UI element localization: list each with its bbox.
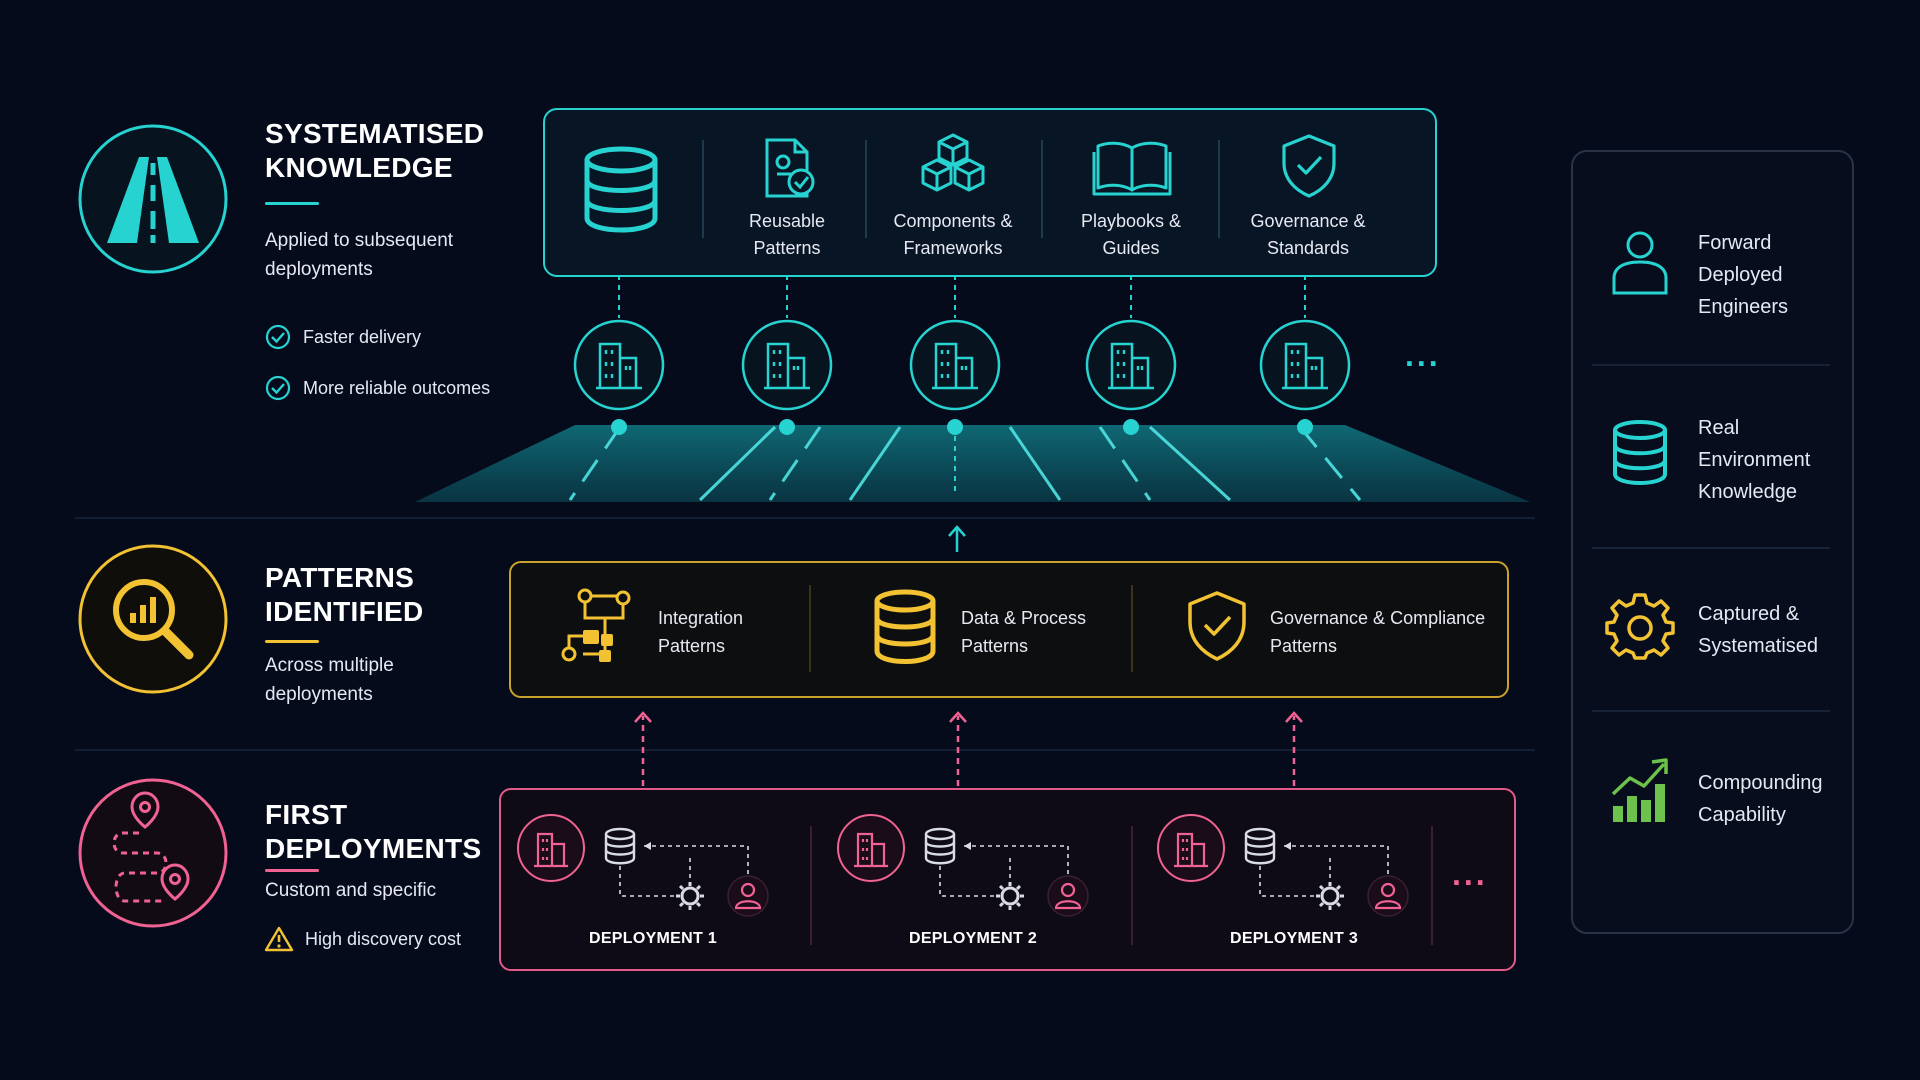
deployment-1-diagram — [517, 814, 769, 917]
building-node-5 — [1259, 319, 1351, 411]
building-node-4 — [1085, 319, 1177, 411]
deployment-label-2: DEPLOYMENT 2 — [908, 930, 1038, 947]
person-icon — [1612, 231, 1668, 295]
title-underline — [265, 869, 319, 872]
title-underline — [265, 202, 319, 205]
pattern-label-governance: Governance & Compliance Patterns — [1270, 608, 1486, 656]
bullet-reliable-outcomes: More reliable outcomes — [265, 375, 490, 401]
tier-title-patterns: PATTERNS IDENTIFIED — [265, 562, 424, 627]
open-book-icon — [1092, 141, 1172, 196]
tier-subtitle: Applied to subsequent deployments — [265, 230, 454, 280]
more-deployments-ellipsis: ... — [1452, 856, 1488, 892]
knowledge-label-playbooks: Playbooks & Guides — [1080, 211, 1182, 258]
route-pins-badge-icon — [78, 778, 228, 928]
deployment-label-3: DEPLOYMENT 3 — [1229, 930, 1359, 947]
database-icon — [584, 146, 658, 233]
shield-check-icon — [1188, 591, 1246, 661]
shield-check-icon — [1282, 134, 1336, 198]
integration-flow-icon — [561, 588, 631, 662]
tier-title-systematised: SYSTEMATISED KNOWLEDGE — [265, 118, 485, 183]
warning-high-discovery-cost: High discovery cost — [264, 926, 461, 952]
sidebar-item-forward-deployed: Forward Deployed Engineers — [1698, 232, 1789, 318]
building-node-1 — [573, 319, 665, 411]
knowledge-label-reusable: Reusable Patterns — [748, 211, 826, 258]
cubes-icon — [921, 133, 985, 192]
tier-subtitle: Across multiple deployments — [265, 655, 394, 705]
gear-icon — [1605, 593, 1675, 660]
knowledge-label-components: Components & Frameworks — [893, 211, 1013, 258]
sidebar-item-compounding: Compounding Capability — [1698, 772, 1823, 826]
check-circle-icon — [265, 324, 291, 350]
patterns-panel — [509, 561, 1509, 698]
pattern-label-integration: Integration Patterns — [658, 608, 744, 656]
sidebar-item-real-environment: Real Environment Knowledge — [1698, 417, 1811, 503]
pattern-label-data-process: Data & Process Patterns — [961, 608, 1087, 656]
more-nodes-ellipsis: ... — [1405, 337, 1441, 373]
deployments-panel — [499, 788, 1516, 971]
deployment-3-diagram — [1157, 814, 1409, 917]
capability-sidebar — [1571, 150, 1854, 934]
deployment-2-diagram — [837, 814, 1089, 917]
building-node-2 — [741, 319, 833, 411]
title-underline — [265, 640, 319, 643]
tier-title-first-deployments: FIRST DEPLOYMENTS — [265, 799, 482, 864]
database-icon — [874, 589, 936, 664]
sidebar-item-captured: Captured & Systematised — [1698, 603, 1819, 657]
deployment-label-1: DEPLOYMENT 1 — [588, 930, 718, 947]
warning-triangle-icon — [264, 926, 294, 952]
growth-chart-icon — [1611, 758, 1668, 822]
database-icon — [1613, 420, 1667, 485]
document-check-icon — [765, 138, 815, 198]
building-node-3 — [909, 319, 1001, 411]
tier-subtitle: Custom and specific — [265, 880, 437, 901]
knowledge-panel — [543, 108, 1437, 277]
knowledge-label-governance: Governance & Standards — [1250, 211, 1366, 258]
bullet-faster-delivery: Faster delivery — [265, 324, 421, 350]
check-circle-icon — [265, 375, 291, 401]
magnifier-chart-badge-icon — [78, 544, 228, 694]
road-badge-icon — [78, 124, 228, 274]
